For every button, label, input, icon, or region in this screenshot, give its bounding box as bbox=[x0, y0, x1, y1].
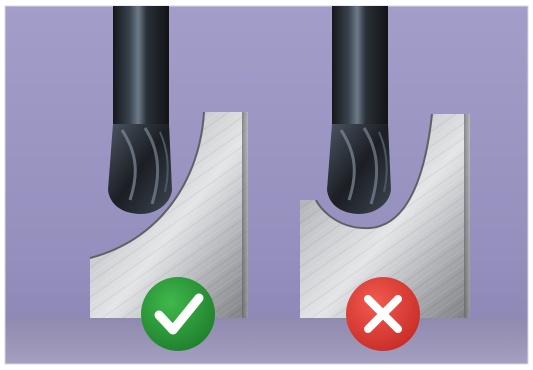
floor-reflection bbox=[5, 318, 528, 364]
end-mill-shank bbox=[113, 6, 169, 124]
end-mill-shank-2 bbox=[332, 6, 388, 124]
correct-badge bbox=[141, 277, 215, 351]
workpiece-side-2 bbox=[464, 114, 470, 318]
workpiece-side bbox=[242, 112, 248, 318]
